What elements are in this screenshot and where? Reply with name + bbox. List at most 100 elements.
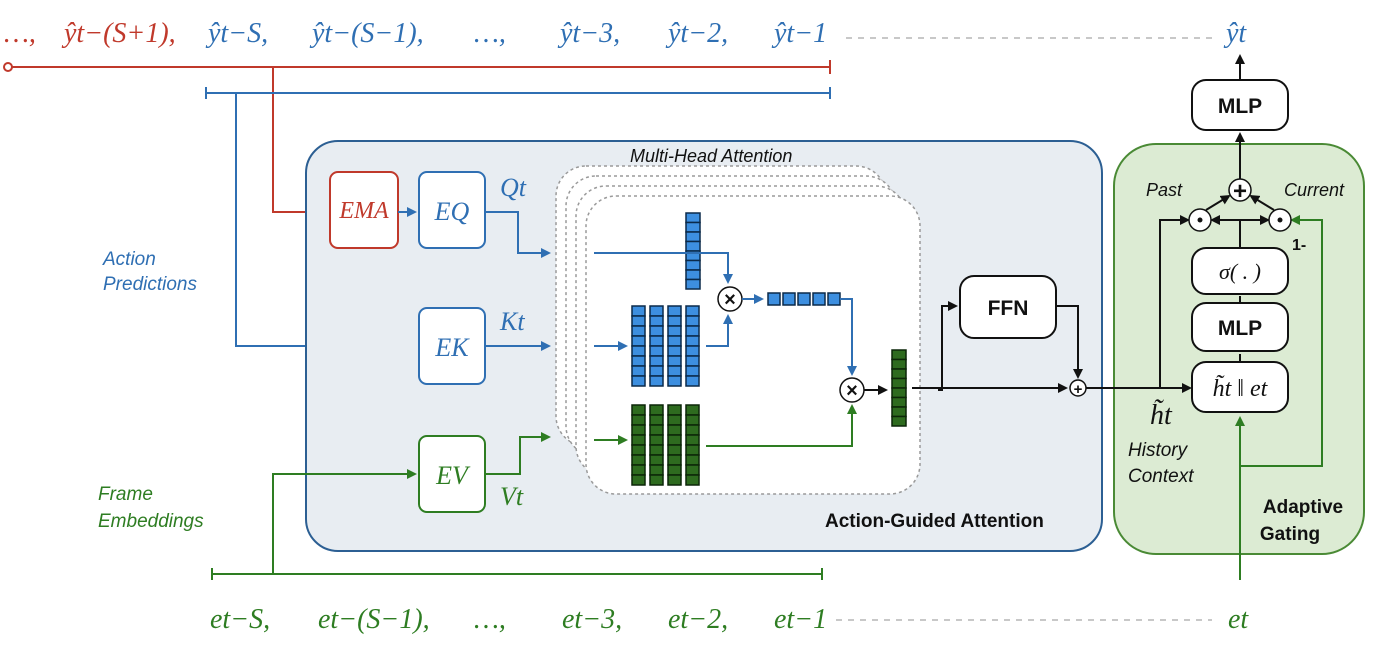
history-context-label-2: Context [1128,466,1194,487]
key-cell [685,355,700,367]
value-cell [667,424,682,436]
value-cell [667,464,682,476]
attention-output-vector [891,349,907,427]
top-sequence: …, ŷt−(S+1), ŷt−S, ŷt−(S−1), …, ŷt−3, ŷt… [4,18,1247,49]
query-in-arrow [594,252,733,284]
bottom-sequence: et−S, et−(S−1), …, et−3, et−2, et−1 et [210,604,1249,635]
past-to-sum-arrow [1205,194,1231,211]
output-to-ffn-arrow [938,301,958,391]
gate-sum-symbol: + [1233,178,1247,205]
output-cell [891,368,907,380]
current-label: Current [1284,180,1345,200]
top-red-prefix: …, [4,18,36,49]
key-cell [685,375,700,387]
key-cell [631,345,646,357]
ffn-label: FFN [988,297,1029,320]
key-cell [631,365,646,377]
weight-cell [767,292,781,306]
value-cell [667,414,682,426]
query-cell [685,269,701,281]
query-cell [685,240,701,252]
output-cell [891,396,907,408]
one-minus-label: 1- [1292,237,1306,254]
weight-cell [782,292,796,306]
output-cell [891,387,907,399]
value-cell [667,474,682,486]
output-cell [891,415,907,427]
value-cell [631,434,646,446]
red-line-start [3,62,13,72]
key-cell [649,305,664,317]
weight-cell [797,292,811,306]
top-blue-item-1: ŷt−(S−1), [309,18,424,49]
concat-label: h̃t ‖ et [1213,374,1269,402]
top-blue-item-3: ŷt−3, [557,18,620,49]
top-blue-item-0: ŷt−S, [205,18,268,49]
value-cell [649,454,664,466]
key-cell [649,335,664,347]
key-cell [631,325,646,337]
key-cell [685,335,700,347]
past-multiply-dot [1197,217,1203,223]
query-cell [685,221,701,233]
key-cell [685,325,700,337]
adaptive-gating-title-2: Gating [1260,524,1320,545]
key-cell [667,365,682,377]
action-guided-attention-title: Action-Guided Attention [825,511,1044,532]
key-matrix [631,305,700,387]
key-cell [667,315,682,327]
h-tilde-label: h̃t [1150,399,1173,431]
key-cell [667,305,682,317]
eq-label: EQ [434,197,470,226]
value-cell [667,454,682,466]
top-blue-item-5: ŷt−1 [771,18,827,49]
action-predictions-label-2: Predictions [103,274,197,295]
key-cell [649,355,664,367]
bottom-item-3: et−3, [562,604,622,635]
value-cell [631,414,646,426]
value-cell [685,424,700,436]
action-predictions-label-1: Action [102,249,156,270]
query-cell [685,231,701,243]
query-vector [685,212,701,290]
weighted-sum-symbol: × [846,380,858,402]
mlp-top-label: MLP [1218,95,1262,118]
et-branch-to-current [1240,215,1323,467]
value-matrix [631,404,700,486]
key-cell [667,355,682,367]
mlp-mid-label: MLP [1218,317,1262,340]
top-output: ŷt [1223,18,1247,49]
bottom-item-2: …, [474,604,506,635]
value-cell [649,404,664,416]
bottom-item-4: et−2, [668,604,728,635]
query-cell [685,212,701,224]
qt-label: Qt [500,173,527,202]
output-cell [891,377,907,389]
green-to-ev-arrow [272,469,417,574]
adaptive-gating-title-1: Adaptive [1263,497,1343,518]
key-cell [649,325,664,337]
value-cell [667,444,682,456]
query-cell [685,278,701,290]
sigma-label: σ( . ) [1219,259,1261,284]
value-cell [685,464,700,476]
frame-embeddings-label-2: Embeddings [98,511,204,532]
query-cell [685,259,701,271]
key-cell [631,305,646,317]
bottom-current: et [1228,604,1249,635]
kt-label: Kt [499,307,525,336]
attention-weights-vector [767,292,841,306]
key-cell [667,335,682,347]
key-to-mult-arrow [706,314,733,347]
output-cell [891,406,907,418]
key-cell [685,305,700,317]
bottom-item-0: et−S, [210,604,270,635]
key-cell [631,375,646,387]
output-cell [891,349,907,361]
key-cell [631,315,646,327]
value-cell [685,404,700,416]
key-cell [631,335,646,347]
weights-to-mult-arrow [840,298,857,376]
ema-box [329,171,399,249]
